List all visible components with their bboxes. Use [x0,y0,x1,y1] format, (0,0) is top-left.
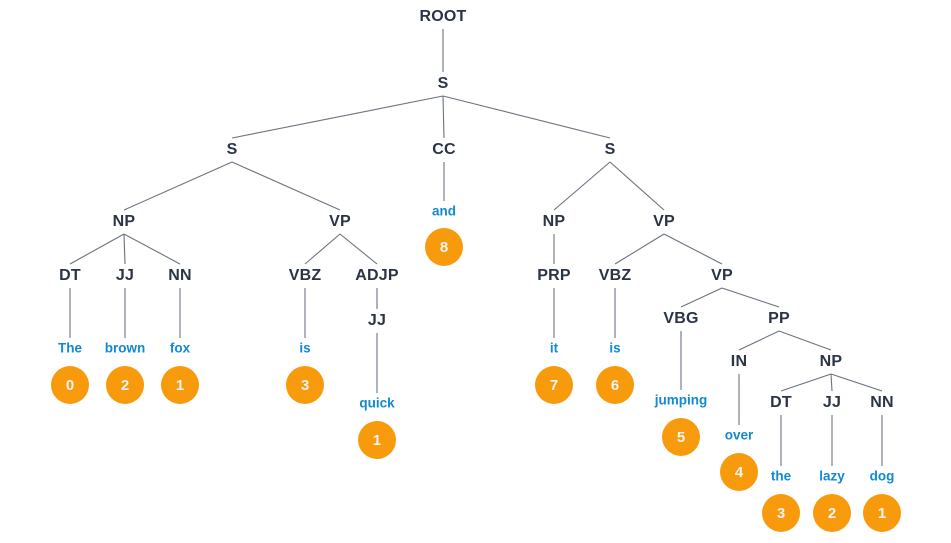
token-index-badge-b_fox[interactable]: 1 [161,366,199,404]
token-index-badge-b_brown[interactable]: 2 [106,366,144,404]
tree-tag-s0[interactable]: S [437,75,449,92]
tree-tag-np2[interactable]: NP [542,213,566,230]
token-index-badge-b_the2[interactable]: 3 [762,494,800,532]
tree-tag-pp[interactable]: PP [768,310,790,327]
tree-tag-root[interactable]: ROOT [419,8,467,25]
tree-tag-s1[interactable]: S [226,141,238,158]
tree-word-w_brown[interactable]: brown [104,340,146,356]
tree-tag-vp2[interactable]: VP [653,213,675,230]
token-index-badge-b_it[interactable]: 7 [535,366,573,404]
tree-tag-vp3[interactable]: VP [711,267,733,284]
tree-word-w_it[interactable]: it [549,340,559,356]
tree-tag-np3[interactable]: NP [819,353,843,370]
tree-word-w_dog[interactable]: dog [869,468,895,484]
tree-word-w_jumping[interactable]: jumping [654,392,708,408]
tree-tag-vp1[interactable]: VP [329,213,351,230]
token-index-badge-b_the1[interactable]: 0 [51,366,89,404]
tree-word-w_is1[interactable]: is [299,340,311,356]
token-index-badge-b_quick[interactable]: 1 [358,421,396,459]
tree-tag-dt2[interactable]: DT [770,394,792,411]
tree-tag-jj3[interactable]: JJ [822,394,842,411]
token-index-badge-b_lazy[interactable]: 2 [813,494,851,532]
token-index-badge-b_and[interactable]: 8 [425,228,463,266]
tree-tag-vbz2[interactable]: VBZ [598,267,632,284]
tree-tag-in[interactable]: IN [730,353,748,370]
tree-tag-nn2[interactable]: NN [870,394,894,411]
token-index-badge-b_dog[interactable]: 1 [863,494,901,532]
tree-word-w_over[interactable]: over [724,427,754,443]
tree-word-w_quick[interactable]: quick [359,395,395,411]
tree-tag-nn1[interactable]: NN [168,267,192,284]
tree-tag-s2[interactable]: S [604,141,616,158]
tree-tag-vbg[interactable]: VBG [663,310,699,327]
tree-word-w_fox[interactable]: fox [169,340,191,356]
tree-tag-vbz1[interactable]: VBZ [288,267,322,284]
tree-tag-dt1[interactable]: DT [59,267,81,284]
tree-tag-jj2[interactable]: JJ [367,312,387,329]
tree-tag-prp[interactable]: PRP [537,267,571,284]
tree-word-w_the2[interactable]: the [770,468,792,484]
token-index-badge-b_is1[interactable]: 3 [286,366,324,404]
tree-word-w_lazy[interactable]: lazy [819,468,845,484]
tree-tag-cc[interactable]: CC [432,141,456,158]
tree-word-w_the1[interactable]: The [57,340,83,356]
token-index-badge-b_jumping[interactable]: 5 [662,418,700,456]
tree-word-w_and[interactable]: and [431,203,457,219]
token-index-badge-b_over[interactable]: 4 [720,453,758,491]
tree-tag-adjp[interactable]: ADJP [355,267,399,284]
tree-tag-np1[interactable]: NP [112,213,136,230]
tree-word-w_is2[interactable]: is [609,340,621,356]
tree-tag-jj1[interactable]: JJ [115,267,135,284]
token-index-badge-b_is2[interactable]: 6 [596,366,634,404]
